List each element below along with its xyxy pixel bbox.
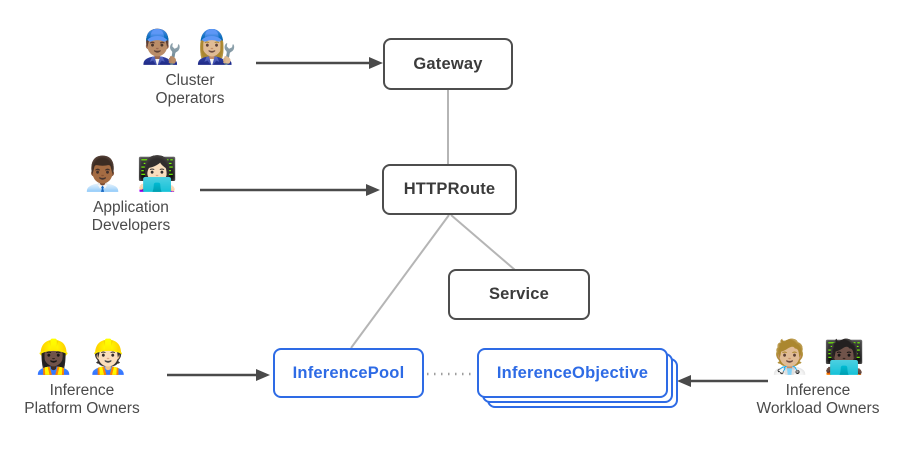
actor-cluster-operators-label: Cluster Operators: [100, 72, 280, 107]
mechanic-people-icon: 👨🏽‍🔧 👩🏼‍🔧: [141, 28, 239, 65]
arrow-head-icon: [677, 375, 691, 387]
node-inference-objective-stack: InferenceObjective: [477, 348, 678, 408]
actor-application-developers: 👨🏾‍💼 👩🏻‍💻 Application Developers: [41, 151, 221, 234]
arrow-cluster-operators-to-gateway: [256, 57, 383, 69]
developer-people-icon: 👨🏾‍💼 👩🏻‍💻: [82, 155, 180, 192]
actor-label-line: Inference: [785, 382, 851, 399]
arrow-workload-owners-to-inferenceobjective: [677, 375, 768, 387]
construction-worker-people-icon: 👷🏿‍♀️ 👷🏻: [33, 338, 131, 375]
actor-inference-platform-owners: 👷🏿‍♀️ 👷🏻 Inference Platform Owners: [0, 334, 172, 417]
arrow-application-developers-to-httproute: [200, 184, 380, 196]
node-gateway: Gateway: [383, 38, 513, 90]
connector-httproute-inferencepool: [350, 214, 450, 349]
node-service-label: Service: [488, 285, 550, 303]
node-inference-objective: InferenceObjective: [477, 348, 668, 398]
actor-label-line: Developers: [91, 216, 171, 234]
actor-label-line: Operators: [155, 89, 225, 107]
arrow-head-icon: [256, 369, 270, 381]
arrow-platform-owners-to-inferencepool: [167, 369, 270, 381]
node-service: Service: [448, 269, 590, 320]
actor-label-line: Cluster: [165, 72, 215, 89]
actor-inference-workload-owners: 🧑🏼‍⚕️ 🧑🏿‍💻 Inference Workload Owners: [728, 334, 902, 417]
connector-httproute-service: [450, 214, 516, 271]
node-inference-pool: InferencePool: [273, 348, 424, 398]
node-httproute-label: HTTPRoute: [403, 180, 496, 198]
actor-cluster-operators: 👨🏽‍🔧 👩🏼‍🔧 Cluster Operators: [100, 24, 280, 107]
actor-label-line: Application: [93, 199, 169, 216]
actor-label-line: Inference: [49, 382, 115, 399]
actor-inference-platform-owners-label: Inference Platform Owners: [0, 382, 172, 417]
actor-inference-workload-owners-label: Inference Workload Owners: [728, 382, 902, 417]
actor-application-developers-label: Application Developers: [41, 199, 221, 234]
node-gateway-label: Gateway: [413, 54, 483, 73]
workload-owner-people-icon: 🧑🏼‍⚕️ 🧑🏿‍💻: [769, 338, 867, 375]
node-inference-pool-label: InferencePool: [292, 363, 405, 382]
actor-label-line: Workload Owners: [756, 399, 880, 417]
arrow-head-icon: [369, 57, 383, 69]
arrow-head-icon: [366, 184, 380, 196]
actor-label-line: Platform Owners: [24, 399, 140, 417]
node-httproute: HTTPRoute: [382, 164, 517, 215]
node-inference-objective-label: InferenceObjective: [496, 363, 649, 382]
